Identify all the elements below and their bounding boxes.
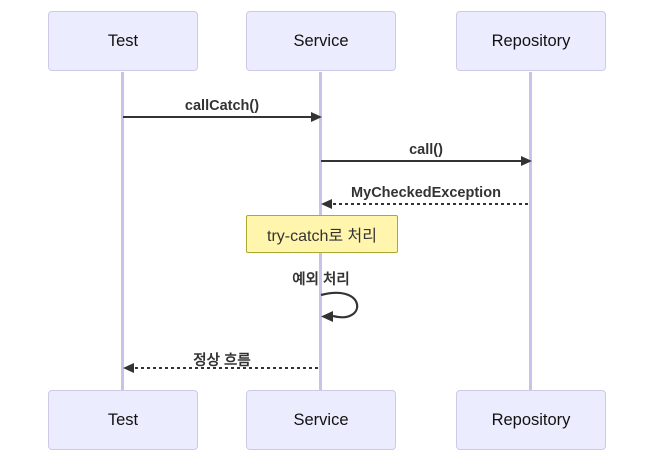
- lifeline-test: [121, 72, 124, 390]
- self-loop-path: [320, 291, 359, 319]
- note-try-catch: try-catch로 처리: [246, 215, 398, 253]
- arrow-line-callcatch: [123, 116, 315, 118]
- actor-box-test-top: Test: [48, 11, 198, 71]
- actor-label-test-bottom: Test: [107, 410, 139, 429]
- actor-label-service-top: Service: [293, 31, 349, 50]
- arrow-line-normal-flow: [129, 367, 319, 369]
- arrowhead-callcatch: [311, 112, 322, 122]
- arrowhead-normal-flow: [123, 363, 134, 373]
- actor-box-repository-top: Repository: [456, 11, 606, 71]
- arrowhead-call: [521, 156, 532, 166]
- lifeline-repository: [529, 72, 532, 390]
- message-label-call: call(): [409, 142, 443, 158]
- actor-box-test-bottom: Test: [48, 390, 198, 450]
- actor-box-service-top: Service: [246, 11, 396, 71]
- message-label-normal-flow: 정상 흐름: [193, 353, 251, 369]
- actor-label-test-top: Test: [107, 31, 139, 50]
- actor-box-repository-bottom: Repository: [456, 390, 606, 450]
- arrow-line-mycheckedexception: [327, 203, 529, 205]
- self-loop-arrowhead: [321, 311, 333, 322]
- arrow-line-call: [321, 160, 525, 162]
- arrowhead-mycheckedexception: [321, 199, 332, 209]
- message-label-exception-handling: 예외 처리: [292, 272, 350, 288]
- actor-label-repository-top: Repository: [491, 31, 571, 50]
- message-label-callcatch: callCatch(): [184, 98, 260, 114]
- note-text: try-catch로 처리: [267, 228, 377, 245]
- self-loop-arc: [320, 291, 359, 322]
- actor-label-service-bottom: Service: [293, 410, 349, 429]
- actor-label-repository-bottom: Repository: [491, 410, 571, 429]
- message-label-mycheckedexception: MyCheckedException: [351, 185, 501, 201]
- actor-box-service-bottom: Service: [246, 390, 396, 450]
